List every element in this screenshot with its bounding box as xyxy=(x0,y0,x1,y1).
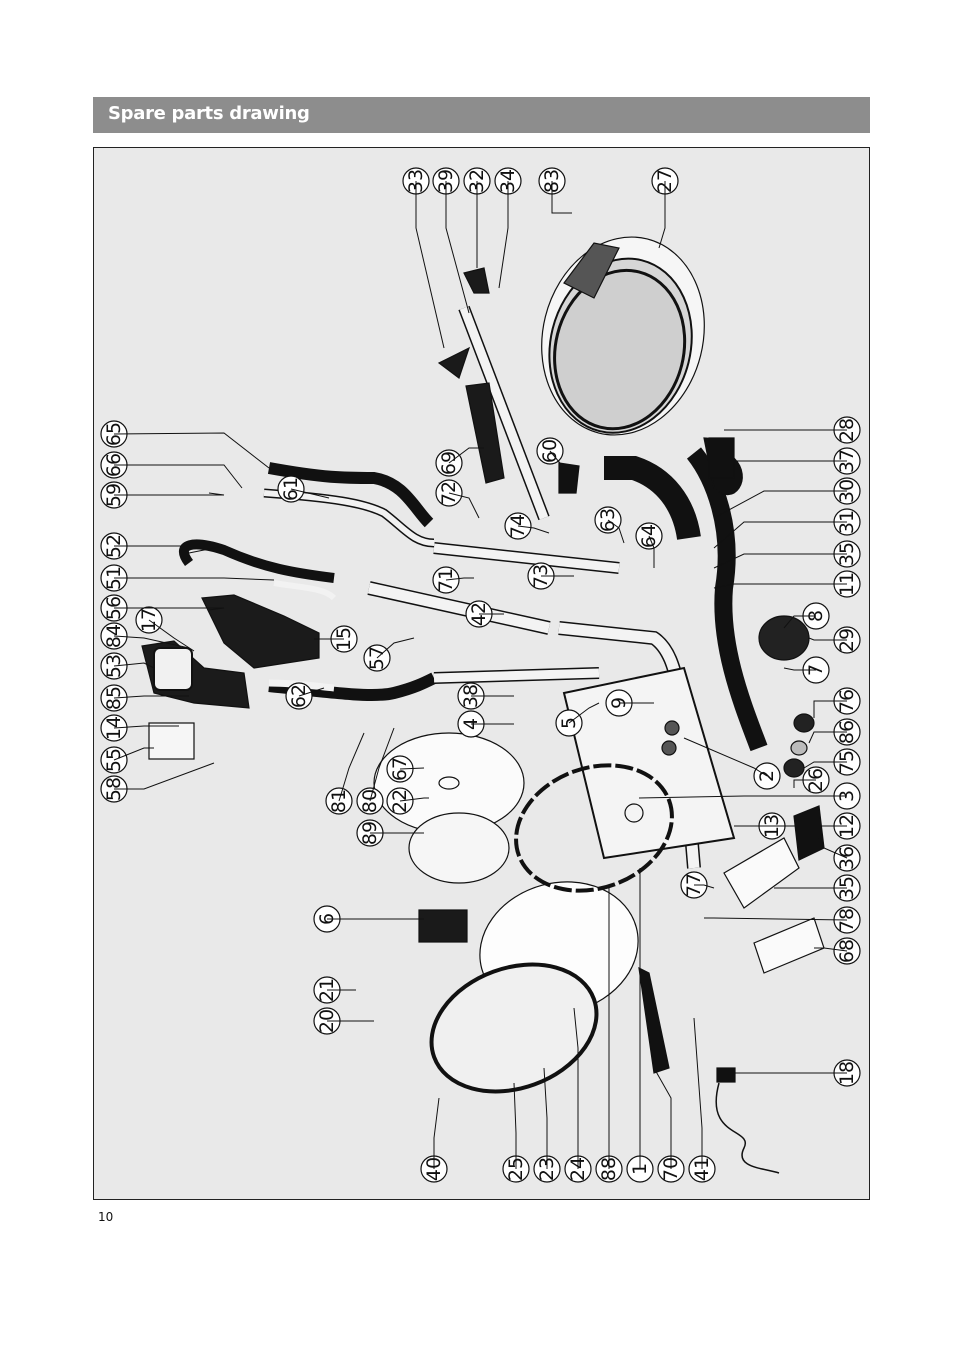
leader-line xyxy=(814,947,848,952)
fan-29-part xyxy=(758,615,810,661)
leader-line xyxy=(290,488,330,499)
leader-line xyxy=(783,667,816,671)
blade-70-part xyxy=(638,966,670,1074)
leader-line xyxy=(694,884,715,889)
box-36-part xyxy=(793,805,825,861)
leader-line xyxy=(114,464,243,489)
leader-line xyxy=(114,607,225,611)
ring-86-part xyxy=(790,740,808,756)
belt-31-part xyxy=(604,456,701,541)
leader-line xyxy=(803,761,847,769)
leader-line xyxy=(551,181,572,214)
leader-line xyxy=(148,619,195,652)
leader-line xyxy=(713,583,847,589)
leader-line xyxy=(399,767,425,770)
leader-line xyxy=(114,492,225,496)
leader-lines xyxy=(113,181,848,1169)
disc-89-part xyxy=(408,812,510,884)
clip-32-part xyxy=(463,267,490,294)
callout-35: 35 xyxy=(833,540,861,568)
leader-line xyxy=(513,1082,517,1169)
leader-line xyxy=(783,615,816,629)
pad-69-part xyxy=(465,382,505,484)
leader-line xyxy=(399,797,429,802)
leader-line xyxy=(415,181,445,349)
leader-line xyxy=(813,700,847,718)
page-title: Spare parts drawing xyxy=(108,103,310,124)
tube-62-part xyxy=(268,672,437,701)
block-37-part xyxy=(708,437,735,479)
section-header: Spare parts drawing xyxy=(93,97,870,133)
leader-line xyxy=(369,727,395,802)
leader-line xyxy=(113,695,189,699)
knob-75-part xyxy=(783,758,805,778)
leader-line xyxy=(573,1007,579,1169)
leader-line xyxy=(713,490,847,519)
plate-68-part xyxy=(753,917,825,974)
leader-line xyxy=(638,795,847,799)
arm-30-part xyxy=(686,447,768,752)
leader-line xyxy=(448,447,484,464)
card-55-part xyxy=(148,722,195,760)
leader-line xyxy=(793,779,816,788)
leader-line xyxy=(549,450,565,469)
clip-33-part xyxy=(437,346,471,379)
page-number: 10 xyxy=(98,1210,114,1224)
block-60-part xyxy=(558,462,580,494)
leader-line xyxy=(517,525,550,534)
leader-line xyxy=(113,432,270,469)
leader-line xyxy=(448,492,480,519)
leader-line xyxy=(607,519,625,544)
leader-line xyxy=(113,635,190,649)
leader-line xyxy=(113,747,154,761)
ring-88-part xyxy=(514,763,674,893)
leader-line xyxy=(713,521,847,549)
leader-line xyxy=(808,731,847,744)
leader-line xyxy=(445,181,470,314)
guard-35-part xyxy=(723,837,800,909)
drum-vent-part xyxy=(563,242,620,299)
leader-line xyxy=(713,553,847,569)
leader-line xyxy=(113,662,155,669)
base-plate-part xyxy=(562,666,736,860)
leader-line xyxy=(114,545,225,554)
drum-housing-part xyxy=(541,236,705,436)
leader-line xyxy=(114,762,215,790)
leader-line xyxy=(445,577,474,581)
cap-76-part xyxy=(793,713,815,733)
leader-line xyxy=(808,637,847,641)
handle-56-part xyxy=(201,594,320,669)
leader-line xyxy=(298,687,325,697)
leader-line xyxy=(818,837,848,859)
tube-65-part xyxy=(267,462,434,528)
leader-line xyxy=(648,535,655,568)
leader-line xyxy=(114,577,275,581)
leader-line xyxy=(568,702,600,724)
leader-line xyxy=(693,1017,703,1169)
leader-line xyxy=(338,732,365,802)
leader-line xyxy=(543,1067,548,1169)
leader-line xyxy=(658,181,666,249)
drum-25-part xyxy=(429,962,599,1094)
plug-18-part xyxy=(716,1067,736,1083)
leader-line xyxy=(653,1067,672,1169)
leader-line xyxy=(498,181,509,289)
motor-6-part xyxy=(418,909,468,943)
callout-1: 1 xyxy=(626,1155,654,1183)
leader-line xyxy=(433,1097,440,1169)
cable-52-part xyxy=(179,539,335,583)
leader-line xyxy=(683,737,768,777)
leader-line xyxy=(376,637,415,659)
leader-line xyxy=(704,917,848,921)
leader-line xyxy=(113,725,179,729)
parts-artwork xyxy=(141,236,825,1174)
